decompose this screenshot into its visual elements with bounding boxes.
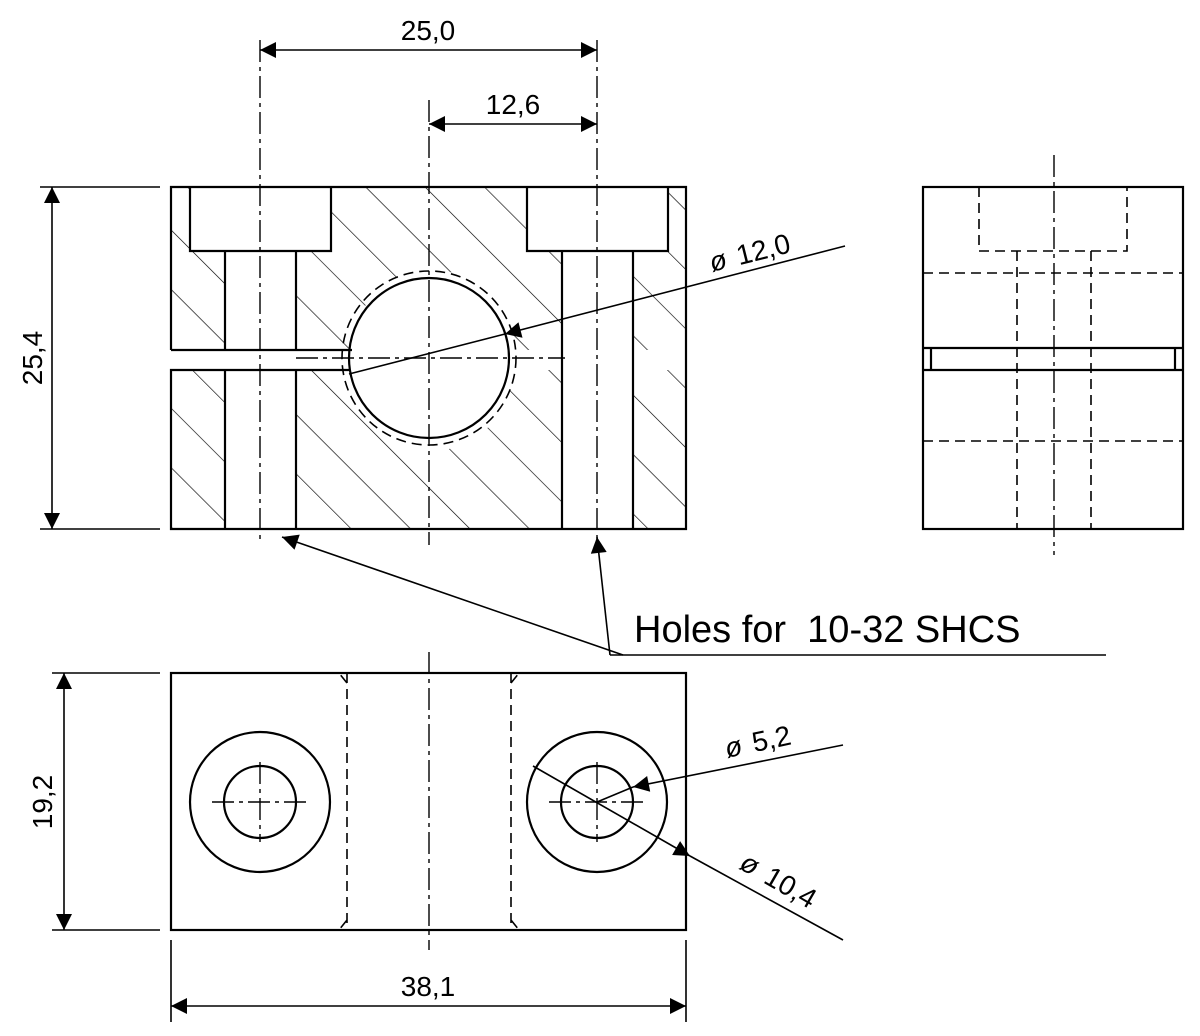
dim-bore-leader <box>504 245 846 338</box>
note-text: Holes for 10-32 SHCS <box>634 609 1021 651</box>
dim-counterbore-leader-tail <box>689 855 844 941</box>
dim-top-width: 25,0 <box>401 15 456 46</box>
dim-depth-extension <box>52 672 160 931</box>
top-hidden-bore <box>338 672 520 931</box>
right-counterbore-circle <box>525 730 669 874</box>
note-leader-right <box>590 536 611 656</box>
diameter-symbol: ø <box>706 244 730 278</box>
dim-hole-diameter: 5,2 <box>749 720 794 758</box>
dim-height-extension <box>40 186 160 530</box>
dim-hole-leader <box>632 744 844 792</box>
section-hatch-lower <box>171 370 686 529</box>
left-counterbore-circle <box>188 730 332 874</box>
dim-length: 38,1 <box>401 971 456 1002</box>
note-leader-left <box>281 534 624 656</box>
dim-bore-leader-tail <box>348 333 506 375</box>
left-hole-crosshair <box>212 762 308 842</box>
side-view <box>921 155 1185 555</box>
diameter-symbol: ø <box>722 730 745 764</box>
dim-hole-leader-tail <box>596 786 634 803</box>
dim-offset: 12,6 <box>486 89 541 120</box>
side-hidden-counterbore <box>978 187 1128 252</box>
holes-note: Holes for 10-32 SHCS <box>281 534 1106 656</box>
dim-bore-diameter: 12,0 <box>733 228 793 271</box>
dim-counterbore-leader <box>532 765 691 857</box>
dim-depth: 19,2 <box>27 775 58 830</box>
dim-height: 25,4 <box>17 331 48 386</box>
side-hidden-bore <box>923 272 1183 442</box>
front-outline <box>169 185 688 531</box>
dimensions: 25,0 12,6 25,4 ø 12,0 19,2 38,1 ø 5,2 <box>17 15 846 1022</box>
side-outline <box>921 185 1185 531</box>
dim-counterbore-diameter: 10,4 <box>759 860 822 914</box>
diameter-symbol: ø <box>735 846 765 881</box>
top-view <box>169 652 688 950</box>
front-section-view <box>169 40 688 545</box>
side-slit <box>923 346 1183 372</box>
side-hidden-hole <box>1016 251 1092 529</box>
